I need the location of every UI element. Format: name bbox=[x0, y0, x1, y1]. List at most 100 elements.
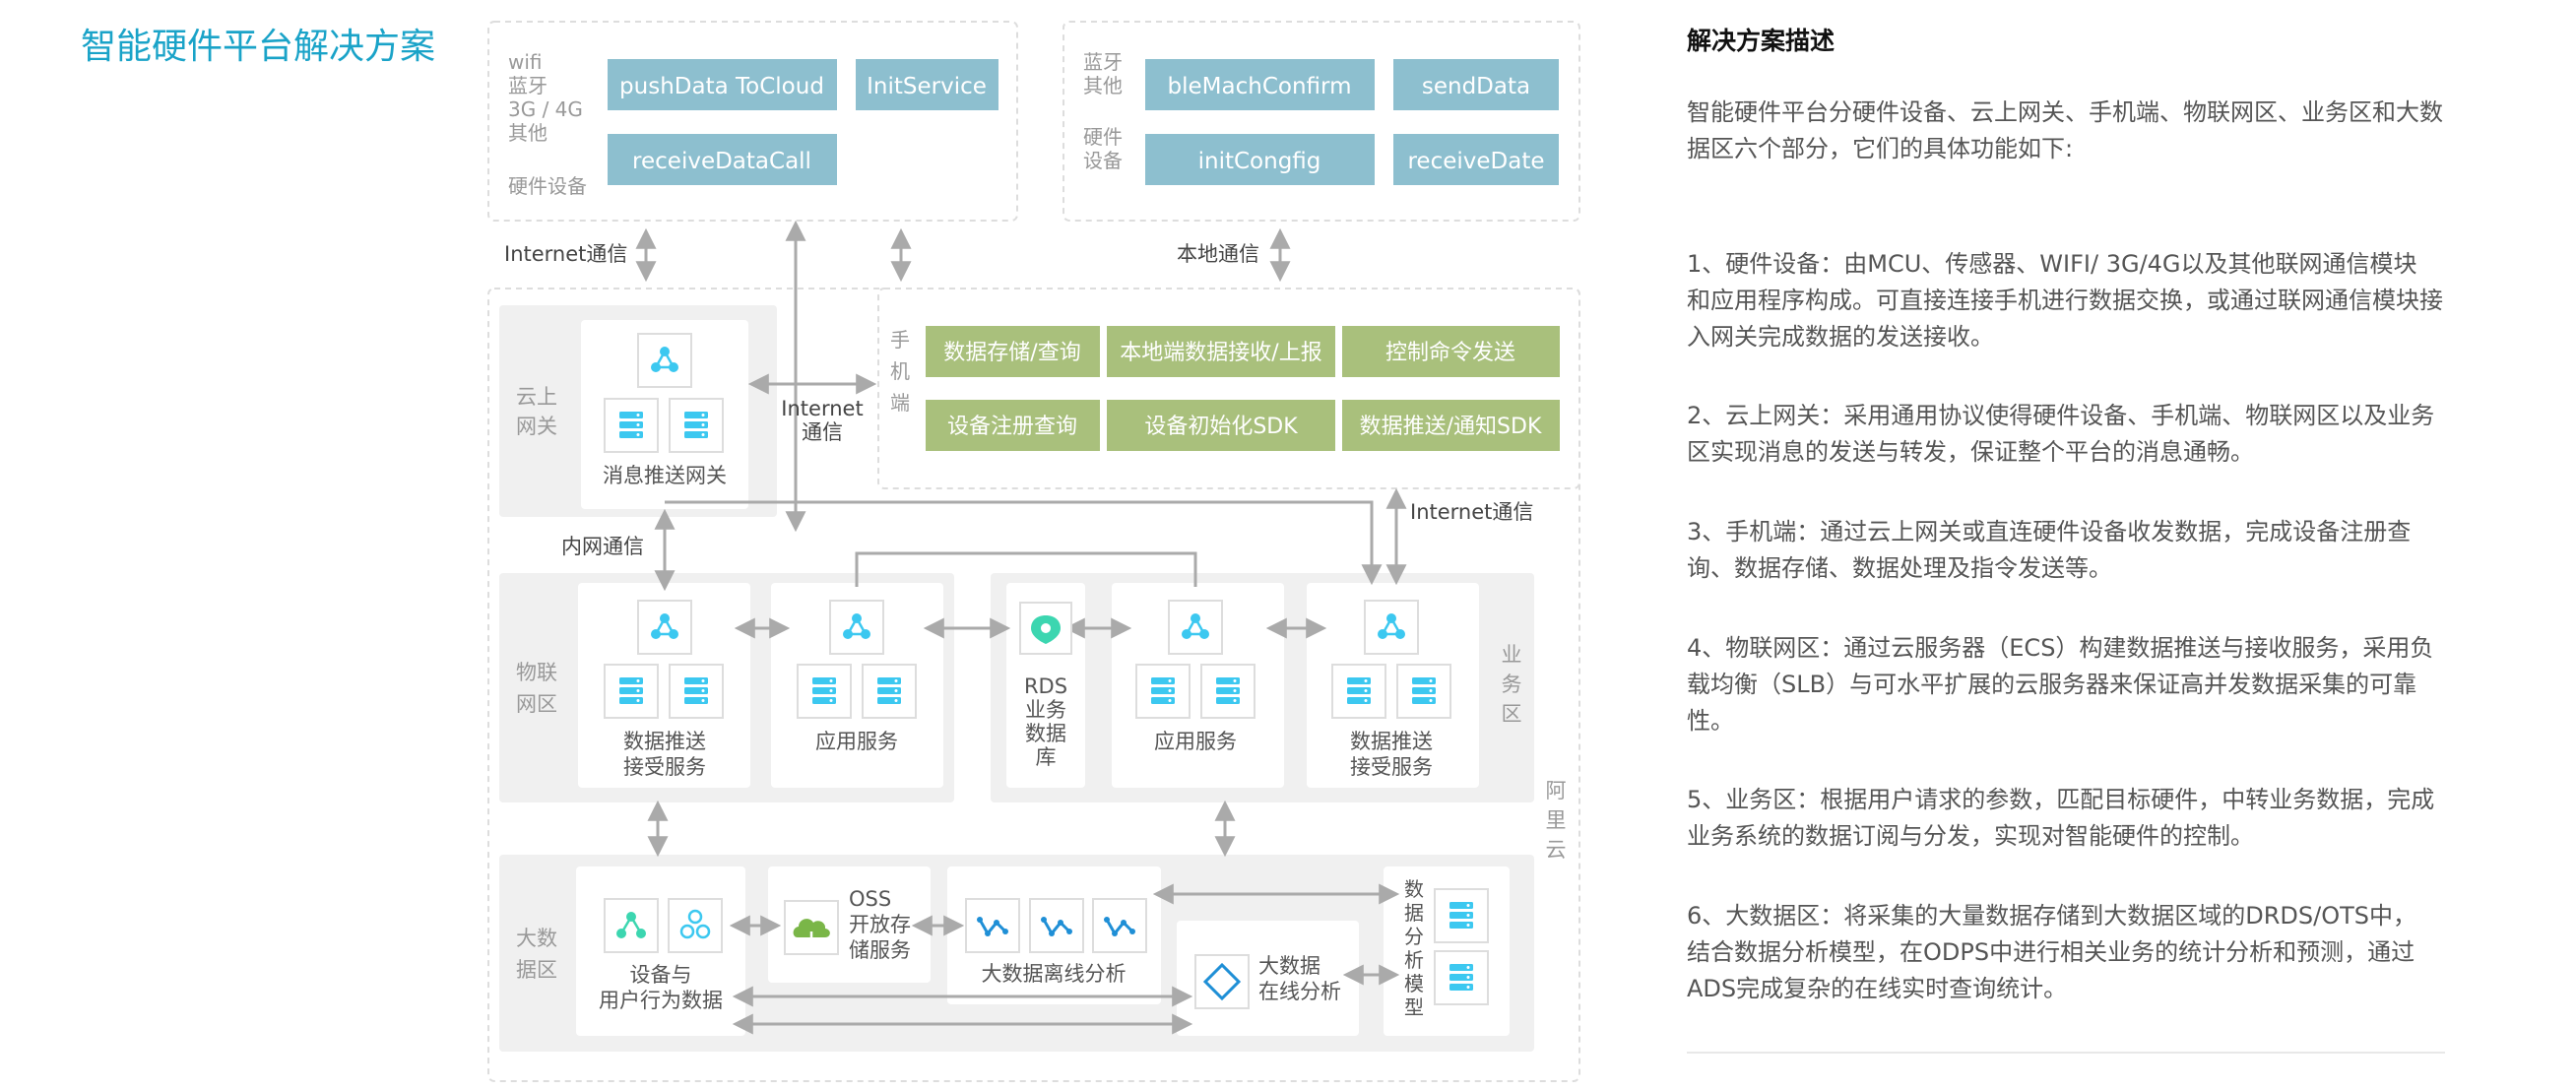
initservice-button[interactable] bbox=[856, 59, 998, 110]
senddata-button[interactable] bbox=[1393, 59, 1559, 110]
page-title: 智能硬件平台解决方案 bbox=[81, 27, 436, 67]
biz-app-server-icon bbox=[1200, 664, 1256, 719]
model-label-1: 据 bbox=[1404, 901, 1424, 925]
biz-card2-label-0: 数据推送 bbox=[1350, 730, 1433, 753]
gateway-server-icon bbox=[604, 398, 659, 453]
control-command-label: 控制命令发送 bbox=[1385, 341, 1515, 365]
data-storage-query-label: 数据存储/查询 bbox=[943, 341, 1080, 365]
pushdata-tocloud-label: pushData ToCloud bbox=[619, 74, 824, 99]
model-label-4: 模 bbox=[1404, 972, 1424, 995]
rds-label-0: RDS bbox=[1024, 674, 1067, 698]
database-icon bbox=[1031, 615, 1061, 644]
biz-zone-label-2: 区 bbox=[1502, 702, 1522, 726]
senddata-label: sendData bbox=[1422, 74, 1530, 99]
gateway-card-label: 消息推送网关 bbox=[603, 464, 727, 487]
description-line: 区实现消息的发送与转发，保证整个平台的消息通畅。 bbox=[1687, 438, 2254, 466]
behavior-label-1: 用户行为数据 bbox=[599, 989, 723, 1012]
hw2-label-0: 蓝牙 bbox=[1083, 50, 1123, 74]
gateway-zone-label-0: 云上 bbox=[516, 385, 557, 409]
model-server-icon bbox=[1434, 950, 1489, 1005]
description-line: 6、大数据区：将采集的大量数据存储到大数据区域的DRDS/OTS中， bbox=[1687, 902, 2417, 930]
user-behavior-icon bbox=[604, 898, 659, 953]
phone-outline bbox=[877, 288, 1580, 489]
initservice-label: InitService bbox=[867, 74, 987, 99]
iot-push-server-icon bbox=[669, 664, 724, 719]
device-register-query-button[interactable] bbox=[926, 400, 1100, 451]
biz-card-push-receive bbox=[1307, 583, 1479, 788]
receivedate-label: receiveDate bbox=[1407, 149, 1544, 174]
pushdata-tocloud-button[interactable] bbox=[608, 59, 837, 110]
hardware-group-1-outline bbox=[487, 21, 1018, 222]
arrow-iot-app-biz-app bbox=[855, 551, 1197, 587]
description-line: 据区六个部分，它们的具体功能如下: bbox=[1687, 135, 2074, 162]
online-label-0: 大数据 bbox=[1258, 954, 1320, 978]
rds-label-2: 数据 bbox=[1025, 722, 1066, 745]
cloud-storage-icon bbox=[784, 900, 839, 955]
data-storage-query-button[interactable] bbox=[926, 326, 1100, 377]
description-line: 4、物联网区：通过云服务器（ECS）构建数据推送与接收服务，采用负 bbox=[1687, 634, 2434, 662]
description-gateway: 2、云上网关：采用通用协议使得硬件设备、手机端、物联网区以及业务 区实现消息的发… bbox=[1687, 398, 2445, 471]
iot-app-server-icon bbox=[797, 664, 852, 719]
model-label-5: 型 bbox=[1404, 995, 1424, 1019]
biz-zone-label-1: 务 bbox=[1502, 673, 1522, 696]
hw1-label-2: 3G / 4G bbox=[508, 97, 583, 121]
comm-internet-mid-1: 通信 bbox=[802, 420, 843, 444]
model-server-icon bbox=[1434, 888, 1489, 943]
description-phone: 3、手机端：通过云上网关或直连硬件设备收发数据，完成设备注册查 询、数据存储、数… bbox=[1687, 514, 2445, 587]
rds-label-1: 业务 bbox=[1025, 698, 1066, 722]
architecture-diagram: wifi 蓝牙 3G / 4G 其他 硬件设备 pushData ToCloud… bbox=[487, 21, 1580, 1082]
push-notify-sdk-button[interactable] bbox=[1342, 400, 1560, 451]
realtime-analysis-icon bbox=[1194, 954, 1250, 1009]
description-line: 入网关完成数据的发送接收。 bbox=[1687, 323, 1994, 351]
comm-internet-right: Internet通信 bbox=[1410, 500, 1533, 524]
receivedate-button[interactable] bbox=[1393, 134, 1559, 185]
receivedatacall-button[interactable] bbox=[608, 134, 837, 185]
offline-chart-icon bbox=[1028, 897, 1085, 954]
comm-local: 本地通信 bbox=[1177, 242, 1259, 266]
local-data-report-label: 本地端数据接收/上报 bbox=[1120, 341, 1321, 365]
hw2-label-3: 设备 bbox=[1083, 149, 1123, 172]
offline-chart-icon bbox=[964, 897, 1021, 954]
blemachconfirm-button[interactable] bbox=[1145, 59, 1375, 110]
biz-card-app-service bbox=[1112, 583, 1284, 788]
description-line: 1、硬件设备：由MCU、传感器、WIFI/ 3G/4G以及其他联网通信模块 bbox=[1687, 250, 2417, 278]
iot-app-network-icon bbox=[828, 599, 885, 656]
iot-push-server-icon bbox=[604, 664, 659, 719]
model-label-3: 析 bbox=[1404, 948, 1424, 972]
phone-zone-label-0: 手 bbox=[890, 328, 910, 352]
initcongfig-button[interactable] bbox=[1145, 134, 1375, 185]
online-label-1: 在线分析 bbox=[1258, 980, 1341, 1003]
control-command-button[interactable] bbox=[1342, 326, 1560, 377]
device-init-sdk-button[interactable] bbox=[1107, 400, 1335, 451]
iot-card-push-receive bbox=[578, 583, 750, 788]
hw2-label-1: 其他 bbox=[1083, 74, 1123, 97]
receivedatacall-label: receiveDataCall bbox=[632, 149, 811, 174]
biz-push-network-icon bbox=[1363, 599, 1420, 656]
description-divider bbox=[1687, 1052, 2445, 1054]
description-line: 5、业务区：根据用户请求的参数，匹配目标硬件，中转业务数据，完成 bbox=[1687, 786, 2435, 813]
offline-chart-icon bbox=[1091, 897, 1148, 954]
oss-label-1: 开放存 bbox=[849, 913, 911, 936]
phone-zone-label-2: 端 bbox=[890, 391, 910, 415]
description-line: 性。 bbox=[1687, 707, 1734, 735]
bigdata-zone-label-0: 大数 bbox=[516, 927, 557, 950]
description-line: 3、手机端：通过云上网关或直连硬件设备收发数据，完成设备注册查 bbox=[1687, 518, 2412, 546]
description-title: 解决方案描述 bbox=[1687, 27, 1835, 55]
hw1-label-0: wifi bbox=[508, 50, 543, 74]
hw1-label-3: 其他 bbox=[508, 121, 547, 145]
device-register-query-label: 设备注册查询 bbox=[947, 415, 1077, 439]
device-cluster-icon bbox=[668, 898, 723, 953]
aliyun-outline bbox=[487, 288, 1580, 1082]
oss-label-0: OSS bbox=[849, 887, 891, 911]
device-init-sdk-label: 设备初始化SDK bbox=[1144, 415, 1298, 439]
gateway-network-icon bbox=[636, 332, 693, 389]
description-hardware: 1、硬件设备：由MCU、传感器、WIFI/ 3G/4G以及其他联网通信模块 和应… bbox=[1687, 246, 2445, 355]
iot-card1-label-0: 数据推送 bbox=[623, 730, 706, 753]
description-intro: 智能硬件平台分硬件设备、云上网关、手机端、物联网区、业务区和大数 据区六个部分，… bbox=[1687, 95, 2445, 167]
iot-push-network-icon bbox=[636, 599, 693, 656]
offline-label: 大数据离线分析 bbox=[982, 962, 1127, 986]
iot-card-app-service bbox=[771, 583, 943, 788]
local-data-report-button[interactable] bbox=[1107, 326, 1335, 377]
description-line: 结合数据分析模型，在ODPS中进行相关业务的统计分析和预测，通过 bbox=[1687, 938, 2415, 966]
